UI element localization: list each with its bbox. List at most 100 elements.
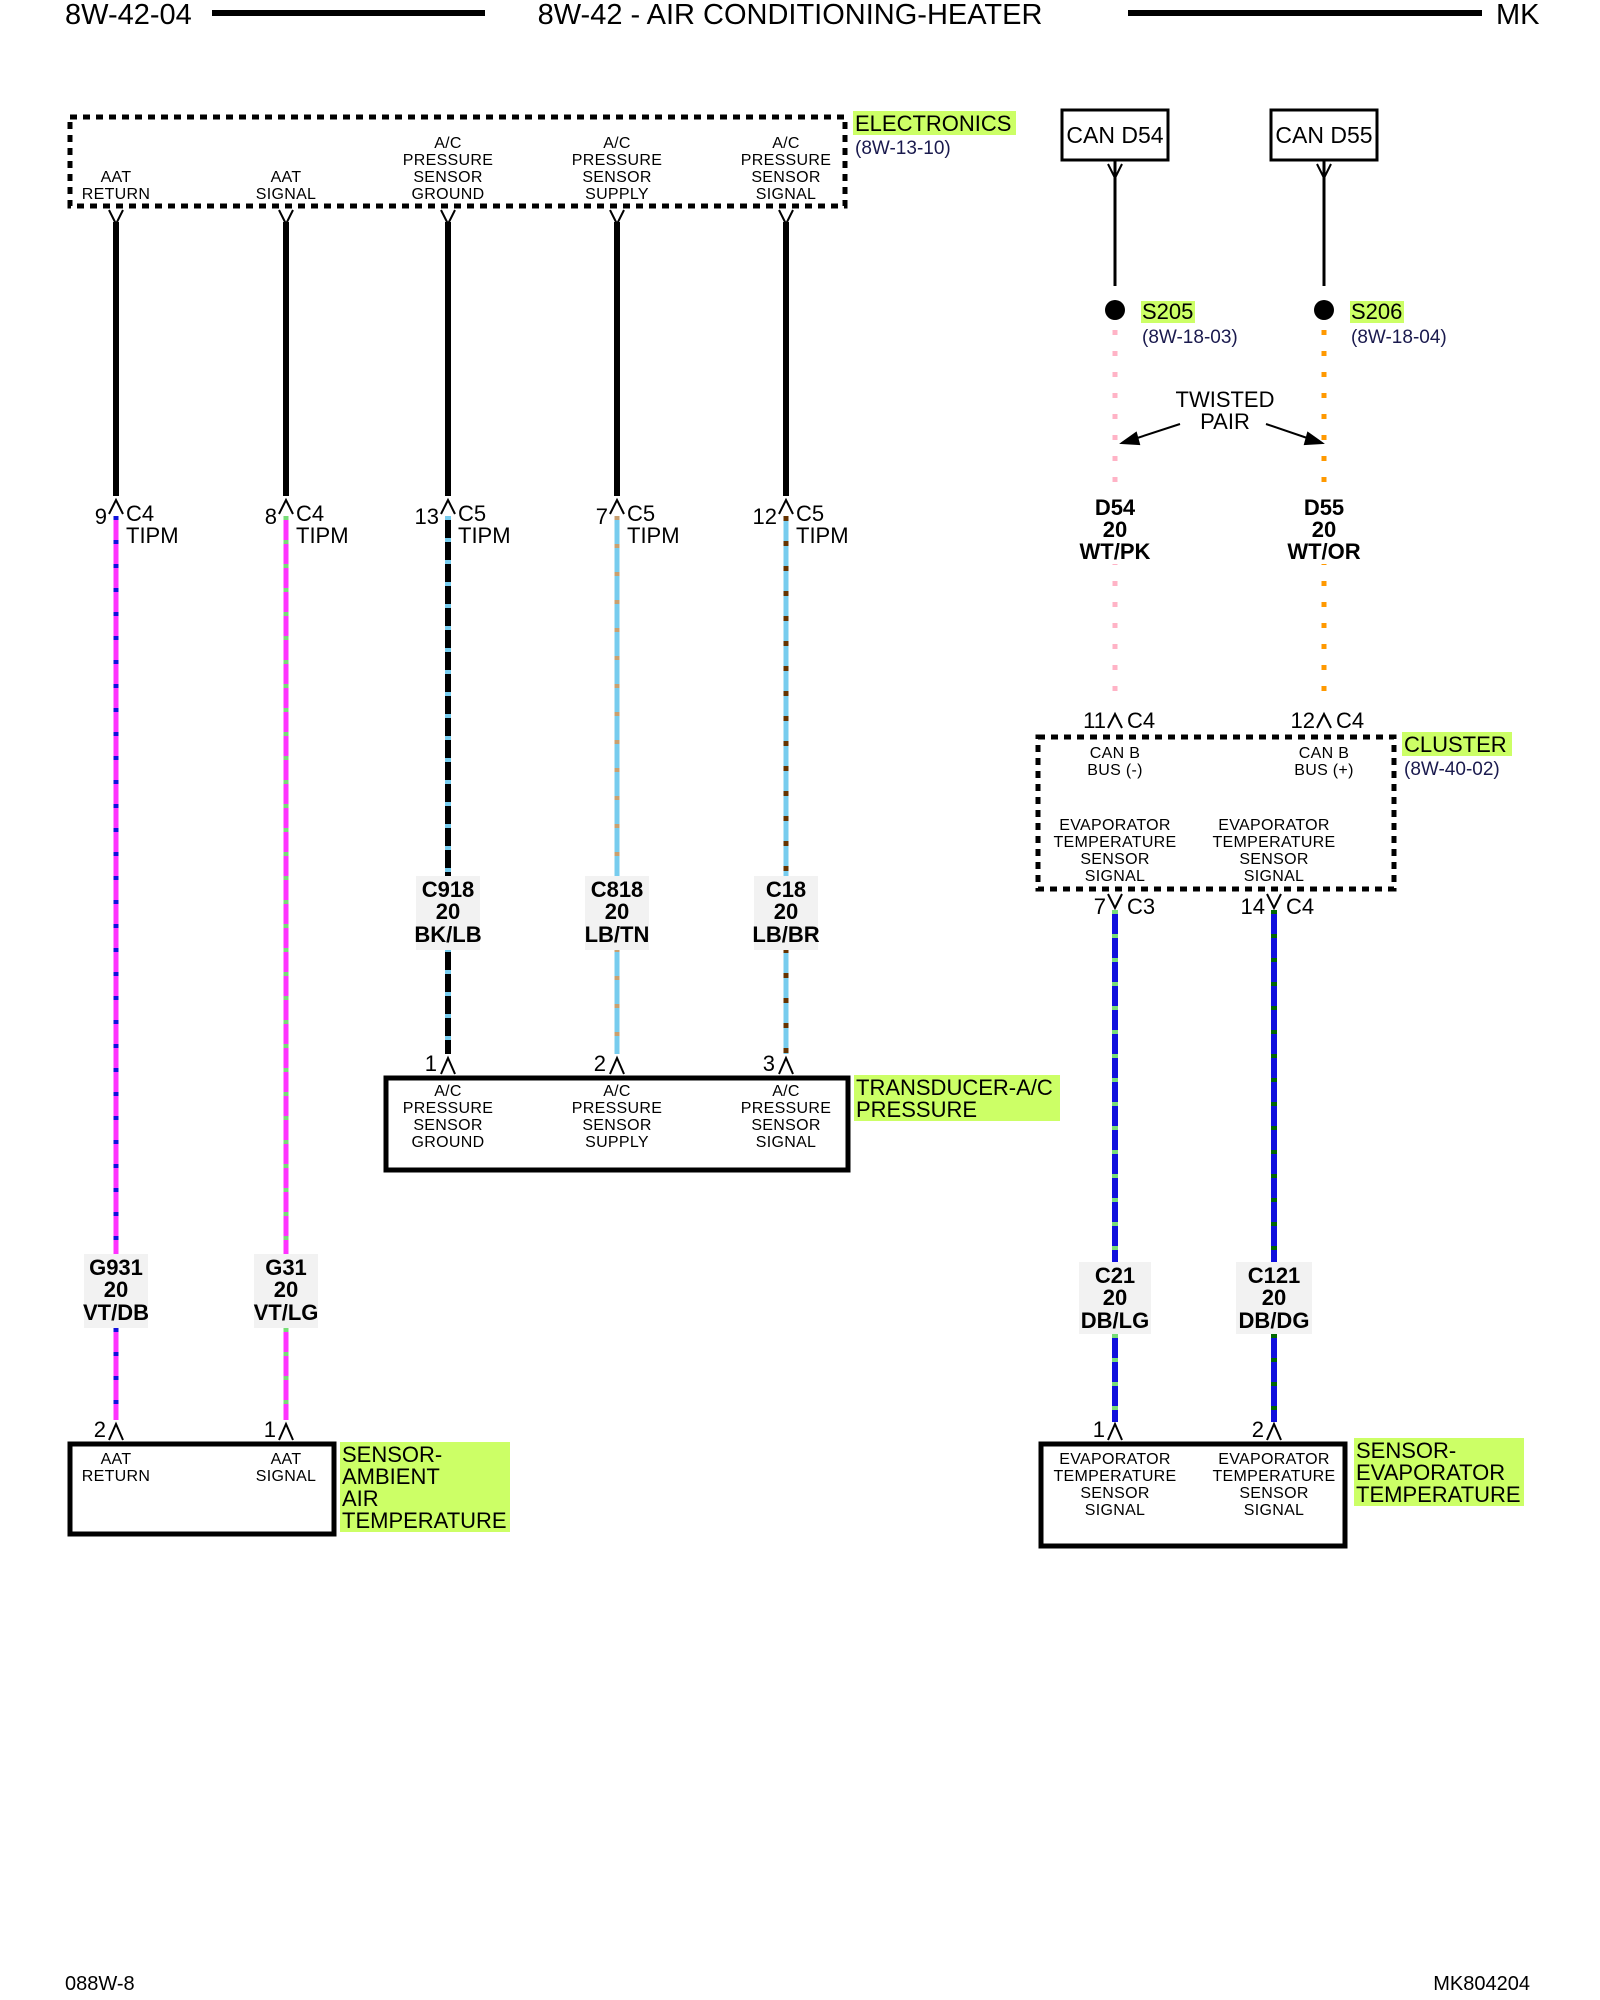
electronics-pin-label: AAT [101,169,132,186]
wire-gauge: 20 [104,1277,128,1302]
transducer-name: PRESSURE [856,1097,977,1122]
svg-text:TEMPERATURE: TEMPERATURE [1053,1468,1176,1485]
splice-s205-dot [1105,300,1125,320]
electronics-pin-label: SIGNAL [756,186,817,203]
wire-gauge: 20 [774,899,798,924]
page-title: 8W-42 - AIR CONDITIONING-HEATER [538,0,1043,31]
svg-text:CAN B: CAN B [1090,745,1140,762]
aat-name: AIR [342,1486,379,1511]
cluster-connector: C4 [1286,894,1314,919]
wire-gauge: 20 [605,899,629,924]
s205-highlight [1141,301,1195,323]
tipm-module: TIPM [796,523,849,548]
wire-gauge: 20 [1103,1285,1127,1310]
connector-marks-evap [1107,1421,1282,1441]
cluster-pin-number: 11 [1083,708,1106,733]
evap-name: TEMPERATURE [1356,1482,1521,1507]
tipm-pin-number: 13 [415,504,439,529]
evap-pin-number: 1 [1093,1417,1105,1442]
electronics-module-outline [67,114,848,209]
connector-marks-aat [108,1421,294,1441]
wire-gauge: 20 [1103,517,1127,542]
electronics-pin-label: PRESSURE [572,152,662,169]
electronics-pin-label: A/C [603,135,631,152]
svg-text:SIGNAL: SIGNAL [1244,1502,1305,1519]
twisted-pair-arrows [1119,423,1325,446]
wire-circuit: G31 [265,1255,307,1280]
electronics-pin-label: SENSOR [582,169,651,186]
transducer-pin-number: 2 [594,1051,606,1076]
aat-pin-number: 2 [94,1417,106,1442]
internal-wires [113,222,789,496]
svg-text:EVAPORATOR: EVAPORATOR [1059,1451,1170,1468]
svg-text:SENSOR: SENSOR [1080,1485,1149,1502]
wire-color: VT/LG [254,1300,319,1325]
wire-color: BK/LB [414,922,481,947]
svg-text:PRESSURE: PRESSURE [572,1100,662,1117]
svg-text:BUS (-): BUS (-) [1087,762,1142,779]
electronics-pin-label: SIGNAL [256,186,317,203]
svg-text:A/C: A/C [603,1083,631,1100]
svg-text:SIGNAL: SIGNAL [1085,868,1146,885]
transducer-pin-labels: A/C PRESSURE SENSOR GROUND A/C PRESSURE … [403,1083,831,1151]
cluster-name-highlight [1402,732,1512,756]
svg-text:GROUND: GROUND [412,1134,485,1151]
svg-text:EVAPORATOR: EVAPORATOR [1218,1451,1329,1468]
wire-color: WT/PK [1080,539,1151,564]
aat-pin-label: RETURN [82,1468,150,1485]
wire-color: DB/LG [1081,1308,1149,1333]
wire-color: LB/BR [752,922,819,947]
wire-circuit: D54 [1095,495,1136,520]
wire-color: DB/DG [1239,1308,1310,1333]
page-number: 8W-42-04 [65,0,192,31]
evap-pin-number: 2 [1252,1417,1264,1442]
cluster-connector: C3 [1127,894,1155,919]
tipm-pin-number: 7 [596,504,608,529]
svg-text:BUS (+): BUS (+) [1294,762,1353,779]
wire-circuit: C121 [1248,1263,1301,1288]
connector-marks-electronics [108,209,794,227]
twisted-pair-label: PAIR [1200,409,1250,434]
tipm-connector: C5 [627,501,655,526]
svg-text:SENSOR: SENSOR [1239,851,1308,868]
wire-gauge: 20 [1312,517,1336,542]
svg-text:SENSOR: SENSOR [1239,1485,1308,1502]
svg-text:SENSOR: SENSOR [1080,851,1149,868]
can-d55-label: CAN D55 [1275,122,1372,148]
svg-text:EVAPORATOR: EVAPORATOR [1059,817,1170,834]
twisted-pair-label: TWISTED [1176,387,1275,412]
transducer-name-highlight [854,1075,1060,1121]
evap-sensor-outline [1038,1441,1348,1549]
electronics-pin-labels: AAT RETURN AAT SIGNAL A/C PRESSURE SENSO… [82,135,831,203]
splice-s205-name: S205 [1142,299,1193,324]
svg-text:TEMPERATURE: TEMPERATURE [1212,834,1335,851]
model-code: MK [1496,0,1540,31]
connector-marks-transducer [440,1055,794,1075]
svg-text:A/C: A/C [772,1083,800,1100]
transducer-pin-number: 3 [763,1051,775,1076]
tipm-pin-number: 8 [265,504,277,529]
wire-circuit: C21 [1095,1263,1135,1288]
svg-text:EVAPORATOR: EVAPORATOR [1218,817,1329,834]
cluster-name: CLUSTER [1404,732,1507,757]
svg-text:SUPPLY: SUPPLY [585,1134,649,1151]
cluster-pin-labels: CAN B BUS (-) CAN B BUS (+) EVAPORATOR T… [1053,745,1353,885]
wire-circuit: D55 [1304,495,1344,520]
aat-name-highlight [340,1442,510,1532]
aat-sensor-outline [67,1441,337,1537]
svg-text:CAN B: CAN B [1299,745,1349,762]
cluster-pin-number: 14 [1241,894,1265,919]
cluster-pin-number: 7 [1094,894,1106,919]
svg-text:SIGNAL: SIGNAL [1244,868,1305,885]
svg-text:SENSOR: SENSOR [582,1117,651,1134]
electronics-pin-label: SUPPLY [585,186,649,203]
tipm-connector: C4 [296,501,324,526]
splice-s206-dot [1314,300,1334,320]
connector-marks-cluster-top [1107,711,1332,729]
wire-gauge: 20 [1262,1285,1286,1310]
wire-gauge: 20 [274,1277,298,1302]
tipm-connector: C5 [458,501,486,526]
aat-name: SENSOR- [342,1442,442,1467]
electronics-ref: (8W-13-10) [855,138,951,159]
tipm-module: TIPM [126,523,179,548]
